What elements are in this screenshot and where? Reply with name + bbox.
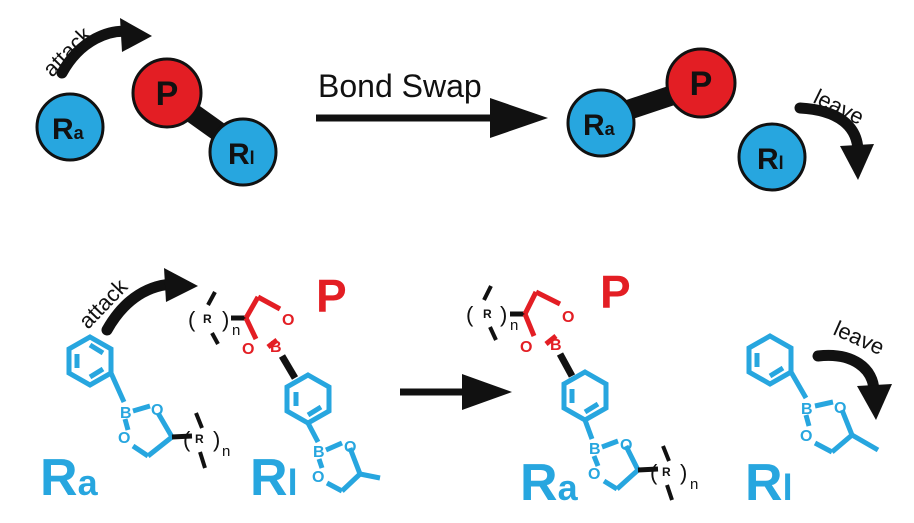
svg-text:O: O bbox=[242, 341, 254, 358]
bond-wedge-right bbox=[556, 352, 576, 378]
svg-text:): ) bbox=[680, 460, 687, 485]
bond-wedge-left bbox=[278, 354, 299, 380]
svg-text:B: B bbox=[550, 337, 562, 354]
svg-text:O: O bbox=[520, 339, 532, 356]
ra-label-bottom-right: Ra bbox=[520, 454, 579, 512]
svg-text:): ) bbox=[500, 302, 507, 327]
bottom-attack: attack bbox=[74, 268, 198, 336]
svg-text:B: B bbox=[313, 444, 325, 461]
phenyl-ring-rl bbox=[284, 372, 332, 426]
rl-circle-left bbox=[208, 117, 278, 187]
top-right-complex: Ra P Rl leave bbox=[566, 47, 874, 192]
rl-label-bottom-right: Rl bbox=[745, 454, 793, 512]
svg-text:O: O bbox=[562, 309, 574, 326]
leave-arrowhead-bottom bbox=[857, 384, 892, 420]
leave-arrow-bottom bbox=[812, 349, 880, 398]
ra-molecule-right-atoms: B O O bbox=[588, 437, 632, 483]
svg-text:R: R bbox=[195, 432, 204, 446]
svg-text:n: n bbox=[690, 476, 698, 493]
svg-text:B: B bbox=[270, 339, 282, 356]
svg-text:n: n bbox=[222, 443, 230, 460]
phenyl-ring bbox=[66, 334, 114, 388]
bond-swap-arrowhead bbox=[490, 98, 548, 138]
svg-text:B: B bbox=[120, 405, 132, 422]
svg-text:R: R bbox=[662, 465, 671, 479]
svg-text:(: ( bbox=[183, 427, 191, 452]
bottom-reaction-arrow bbox=[400, 374, 512, 410]
phenyl-ring-rl-right bbox=[746, 333, 794, 387]
ra-label-right: Ra bbox=[583, 109, 616, 142]
dioxaborolane-red-right-atoms: O B O bbox=[520, 309, 574, 356]
svg-text:O: O bbox=[151, 402, 163, 419]
bond-swap-arrow-group: Bond Swap bbox=[316, 68, 548, 138]
ra-right-r-group: ( R ) n bbox=[637, 445, 698, 501]
svg-text:(: ( bbox=[650, 460, 658, 485]
svg-text:R: R bbox=[483, 307, 492, 321]
p-group-right: ( R ) n bbox=[466, 285, 525, 341]
svg-text:R: R bbox=[203, 312, 212, 326]
ra-label-bottom-left: Ra bbox=[40, 449, 99, 507]
dioxaborolane-red-left bbox=[243, 294, 282, 349]
svg-text:(: ( bbox=[466, 302, 474, 327]
dioxaborolane-red-left-atoms: O B O bbox=[242, 312, 294, 358]
svg-text:O: O bbox=[588, 466, 600, 483]
rl-molecule-left bbox=[284, 372, 381, 494]
leave-arrow-top bbox=[794, 102, 864, 158]
top-left-complex: attack Ra P Rl bbox=[35, 18, 278, 187]
svg-text:O: O bbox=[312, 469, 324, 486]
ra-molecule-left-atoms: B O O bbox=[118, 402, 163, 447]
rl-label-right: Rl bbox=[757, 143, 784, 176]
svg-text:O: O bbox=[834, 400, 846, 417]
p-label-left: P bbox=[156, 75, 179, 113]
ra-molecule-right bbox=[561, 369, 641, 492]
leave-arrowhead-top bbox=[840, 144, 874, 180]
rl-molecule-right bbox=[746, 333, 880, 455]
svg-text:O: O bbox=[282, 312, 294, 329]
svg-text:O: O bbox=[118, 430, 130, 447]
p-circle-right bbox=[665, 47, 737, 119]
svg-text:O: O bbox=[800, 428, 812, 445]
svg-text:B: B bbox=[589, 441, 601, 458]
svg-text:): ) bbox=[213, 427, 220, 452]
svg-text:(: ( bbox=[188, 307, 196, 332]
p-label-bottom-left: P bbox=[316, 270, 347, 322]
svg-text:n: n bbox=[510, 317, 518, 334]
attack-arrowhead-bottom bbox=[164, 268, 198, 302]
p-circle-left bbox=[131, 57, 203, 129]
attack-arrowhead-top bbox=[120, 18, 152, 52]
rl-label-bottom-left: Rl bbox=[250, 449, 298, 507]
ra-label-left: Ra bbox=[52, 113, 85, 146]
bond-swap-label: Bond Swap bbox=[318, 68, 482, 104]
ra-circle-right bbox=[566, 88, 636, 158]
rl-molecule-left-atoms: B O O bbox=[312, 439, 356, 486]
p-group-left: ( R ) n bbox=[188, 291, 246, 345]
ra-molecule-left bbox=[66, 334, 175, 459]
ra-circle-left bbox=[35, 92, 105, 162]
rl-circle-right bbox=[737, 122, 807, 192]
rl-molecule-right-atoms: B O O bbox=[800, 400, 846, 445]
dioxaborolane-red-right bbox=[522, 289, 562, 346]
ra-left-r-group: ( R ) n bbox=[171, 412, 230, 469]
svg-text:B: B bbox=[801, 401, 813, 418]
svg-text:O: O bbox=[620, 437, 632, 454]
p-label-right: P bbox=[690, 65, 713, 103]
svg-text:): ) bbox=[222, 307, 229, 332]
p-label-bottom-right: P bbox=[600, 266, 631, 318]
rl-label-left: Rl bbox=[228, 138, 255, 171]
svg-text:O: O bbox=[344, 439, 356, 456]
svg-text:n: n bbox=[232, 322, 240, 339]
